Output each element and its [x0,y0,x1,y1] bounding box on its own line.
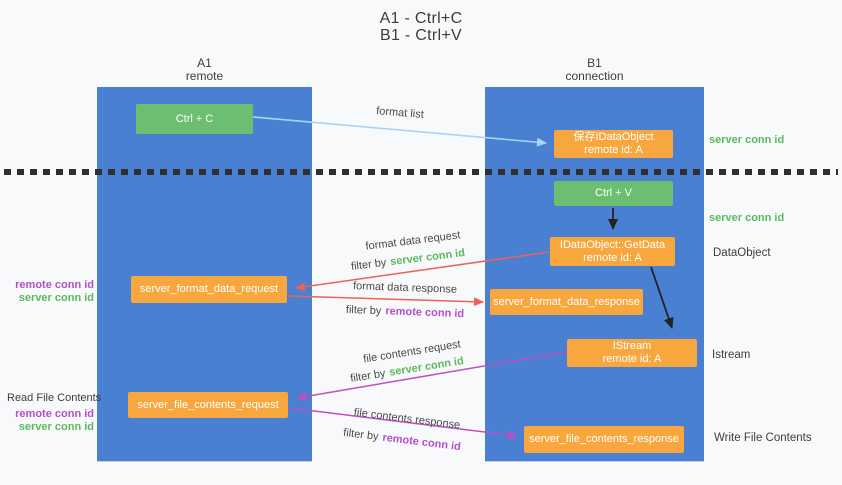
diagram-title: A1 - Ctrl+C B1 - Ctrl+V [0,10,842,44]
istream-label: Istream [712,349,751,361]
node-ctrl-v-label: Ctrl + V [595,187,632,199]
node-getdata-line1: IDataObject::GetData [559,238,666,251]
node-server-format-data-response: server_format_data_response [490,289,643,315]
file-conn-id-annotation: remote conn id server conn id [0,408,94,434]
node-istream-line1: IStream [612,340,652,352]
session-separator-line [4,169,838,175]
lane-b1-name: B1 [587,56,602,70]
node-ctrl-c: Ctrl + C [136,104,253,134]
lane-a1-role: remote [185,69,224,83]
node-save-idataobject-line2: remote id: A [584,144,643,156]
title-line-2: B1 - Ctrl+V [380,27,462,44]
node-server-format-data-request: server_format_data_request [131,276,287,303]
node-idataobject-getdata: IDataObject::GetData remote id: A [550,237,675,266]
filter-by-text: filter by [345,303,382,318]
server-conn-id-annotation-mid: server conn id [709,212,785,224]
node-format-response-label: server_format_data_response [493,295,640,308]
filter-by-text: filter by [350,256,388,273]
lane-a1-name: A1 [197,56,212,70]
remote-conn-id-key: remote conn id [381,431,462,454]
node-ctrl-c-label: Ctrl + C [175,112,214,125]
format-data-response-arrow [287,295,484,307]
node-save-idataobject: 保存IDataObject remote id: A [554,130,673,158]
title-line-1: A1 - Ctrl+C [379,10,463,27]
node-server-file-contents-response: server_file_contents_response [524,426,684,453]
node-format-request-label: server_format_data_request [139,283,279,295]
dataobject-label: DataObject [713,247,771,259]
format-data-response-label: format data response [352,280,458,296]
format-list-label: format list [375,105,425,121]
server-conn-id-annotation: server conn id [18,421,94,433]
node-file-request-label: server_file_contents_request [137,398,279,411]
remote-conn-id-annotation: remote conn id [15,408,94,420]
node-save-idataobject-line1: 保存IDataObject [573,131,654,143]
node-getdata-line2: remote id: A [583,251,642,264]
read-file-contents-label: Read File Contents [7,392,102,404]
remote-conn-id-annotation: remote conn id [15,279,94,291]
lane-b1-role: connection [565,69,624,83]
remote-conn-id-key: remote conn id [385,305,465,321]
node-server-file-contents-request: server_file_contents_request [128,392,288,418]
node-file-response-label: server_file_contents_response [529,433,679,445]
node-istream-line2: remote id: A [602,353,662,365]
node-istream: IStream remote id: A [567,339,697,367]
server-conn-id-annotation: server conn id [18,292,94,304]
lane-header-a1: A1 remote [97,57,312,83]
format-conn-id-annotation: remote conn id server conn id [0,279,94,305]
filter-by-text: filter by [349,367,387,385]
write-file-contents-label: Write File Contents [714,432,812,444]
server-conn-id-annotation-top: server conn id [709,134,785,146]
filter-by-text: filter by [342,426,380,444]
lane-header-b1: B1 connection [485,57,704,83]
node-ctrl-v: Ctrl + V [554,181,673,206]
server-conn-id-key: server conn id [389,247,466,269]
